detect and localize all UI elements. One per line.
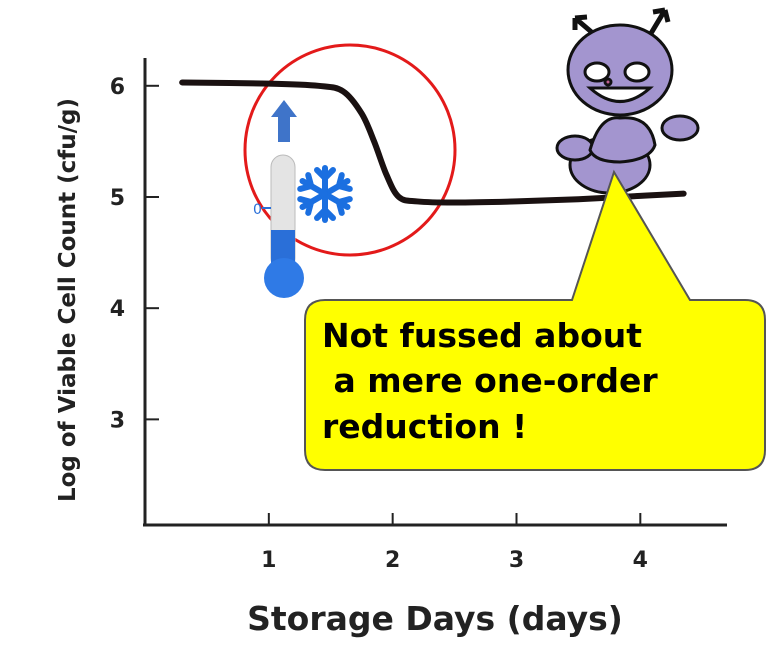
ticks: 1 2 3 4 3 4 5 6 — [110, 75, 648, 573]
x-axis-label: Storage Days (days) — [247, 599, 623, 638]
up-arrow-icon — [271, 100, 297, 142]
y-tick-label: 4 — [110, 297, 125, 322]
germ-character-icon — [555, 7, 700, 195]
series-line — [179, 79, 687, 206]
callout-line-3: reduction ! — [322, 407, 527, 446]
x-tick-label: 2 — [385, 548, 400, 573]
y-tick-label: 6 — [110, 75, 125, 100]
callout-line-1: Not fussed about — [322, 316, 642, 355]
callout-line-2: a mere one-order — [322, 361, 658, 400]
axes — [143, 58, 727, 527]
x-tick-label: 3 — [509, 548, 524, 573]
callout-bubble — [304, 169, 766, 471]
x-tick-label: 4 — [633, 548, 648, 573]
thermometer-icon: 0 — [253, 154, 304, 298]
snowflake-icon — [298, 165, 351, 220]
y-axis-label: Log of Viable Cell Count (cfu/g) — [55, 98, 81, 502]
highlight-circle — [243, 43, 457, 257]
x-tick-label: 1 — [261, 548, 276, 573]
y-tick-label: 5 — [110, 186, 125, 211]
thermometer-zero-label: 0 — [253, 202, 262, 218]
y-tick-label: 3 — [110, 408, 125, 433]
